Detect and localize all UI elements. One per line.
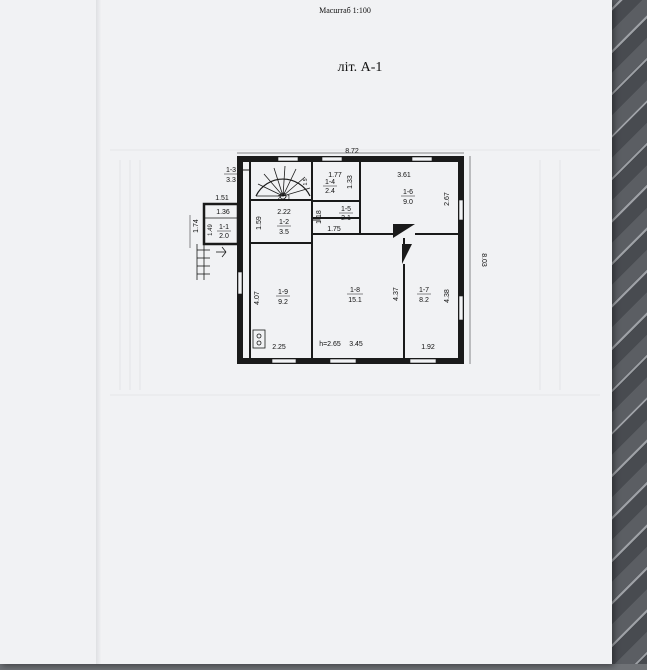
dim-3-61: 3.61: [397, 172, 411, 179]
dim-1-49: 1.49: [208, 224, 214, 236]
room-area: 15.1: [348, 297, 362, 304]
room-1-6: 1-6 9.0: [401, 189, 415, 206]
room-number: 1-7: [419, 287, 429, 294]
dim-1-77: 1.77: [328, 172, 342, 179]
dim-4-38: 4.38: [444, 289, 451, 303]
room-1-7: 1-7 8.2: [417, 287, 431, 304]
dim-1-5-small: 1.5: [303, 178, 309, 185]
room-labels: 1-1 2.0 1-2 3.5 1-3 3.3 1-4 2.4 1-5: [217, 167, 431, 306]
background-grid: [110, 149, 600, 396]
room-area: 3.5: [279, 229, 289, 236]
dim-1-74: 1.74: [193, 219, 200, 233]
overall-width: 8.72: [345, 148, 359, 155]
dim-1-18: 1.18: [316, 210, 323, 224]
room-number: 1-6: [403, 189, 413, 196]
dim-4-37: 4.37: [393, 287, 400, 301]
room-area: 2.1: [341, 215, 351, 222]
room-1-3: 1-3 3.3: [224, 167, 238, 184]
dim-1-51: 1.51: [215, 195, 229, 202]
dimension-lines: [189, 152, 471, 364]
room-number: 1-3: [226, 167, 236, 174]
room-number: 1-4: [325, 179, 335, 186]
dim-3-45: 3.45: [349, 341, 363, 348]
room-1-8: 1-8 15.1: [347, 287, 363, 304]
dim-h: h=2.65: [319, 341, 341, 348]
page-fold: [96, 0, 102, 664]
room-area: 9.0: [403, 199, 413, 206]
floor-plan: 8.72 8.03 1.77 1.33 3.61 2.67 1.51 1.36 …: [110, 148, 600, 396]
room-number: 1-9: [278, 289, 288, 296]
room-area: 9.2: [278, 299, 288, 306]
room-number: 1-1: [219, 224, 229, 231]
dim-1-92: 1.92: [421, 344, 435, 351]
room-area: 8.2: [419, 297, 429, 304]
overall-depth: 8.03: [480, 253, 487, 267]
room-1-1: 1-1 2.0: [217, 224, 231, 240]
room-number: 1-8: [350, 287, 360, 294]
room-1-5: 1-5 2.1: [339, 206, 353, 222]
spiral-stair: [255, 165, 311, 200]
fixture: [252, 329, 266, 349]
desk-edge: [0, 664, 647, 670]
room-1-9: 1-9 9.2: [276, 289, 290, 306]
porch: [196, 202, 240, 280]
room-area: 2.0: [219, 233, 229, 240]
scale-label: Масштаб 1:100: [319, 6, 371, 15]
dim-4-07: 4.07: [254, 291, 261, 305]
dim-2-22: 2.22: [277, 209, 291, 216]
dim-2-67: 2.67: [444, 192, 451, 206]
document-page: Масштаб 1:100 літ. А-1: [0, 0, 612, 664]
room-number: 1-5: [341, 206, 351, 213]
dim-1-36: 1.36: [216, 209, 230, 216]
room-1-4: 1-4 2.4: [323, 179, 337, 195]
chimneys: [393, 224, 415, 264]
dim-1-33: 1.33: [347, 175, 354, 189]
dim-1-59: 1.59: [256, 216, 263, 230]
dim-2-25: 2.25: [272, 344, 286, 351]
dim-2-21: 2.21: [277, 195, 291, 202]
dim-1-75: 1.75: [327, 226, 341, 233]
thin-walls: [243, 169, 320, 221]
room-area: 2.4: [325, 188, 335, 195]
room-number: 1-2: [279, 219, 289, 226]
room-1-2: 1-2 3.5: [277, 219, 291, 236]
interior-walls: [249, 162, 458, 358]
windows: [237, 156, 464, 364]
plan-title: літ. А-1: [337, 60, 383, 75]
room-area: 3.3: [226, 177, 236, 184]
